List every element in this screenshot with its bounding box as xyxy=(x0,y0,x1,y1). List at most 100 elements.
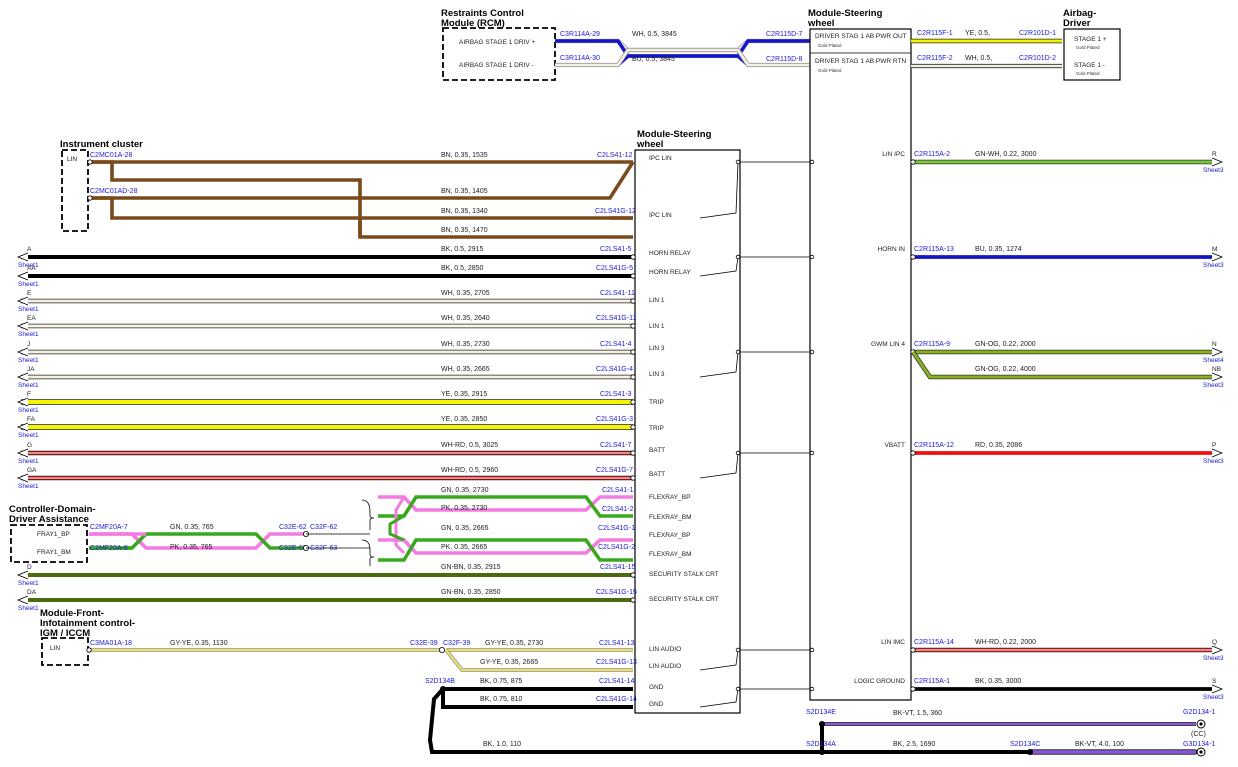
pin-dot xyxy=(735,254,741,260)
airbag-harness: C2R115F-1 YE, 0.5, C2R101D-1 C2R115F-2 W… xyxy=(911,30,1062,69)
right-wire-label: WH-RD, 0.22, 2000 xyxy=(975,639,1036,646)
sheet-arrow-icon xyxy=(1211,684,1224,694)
msw-top-pin-2: DRIVER STAG 1 AB PWR RTN xyxy=(815,58,906,65)
pin-dot xyxy=(87,195,93,201)
msw-signal: LIN AUDIO xyxy=(649,646,681,653)
msw-signal: BATT xyxy=(649,471,665,478)
pin-dot xyxy=(735,159,741,165)
sheet-arrow-icon xyxy=(16,397,29,407)
pin-dot xyxy=(630,273,636,279)
msw-signal: LIN 3 xyxy=(649,345,665,352)
sheet-link[interactable]: Sheet1 xyxy=(18,580,39,587)
sheet-link[interactable]: Sheet1 xyxy=(18,306,39,313)
sheet-link[interactable]: Sheet1 xyxy=(18,357,39,364)
pin-dot xyxy=(630,349,636,355)
sheet-arrow-icon xyxy=(16,347,29,357)
msw-signal: SECURITY STALK CRT xyxy=(649,571,719,578)
pin-dot xyxy=(630,399,636,405)
sheet-link[interactable]: Sheet1 xyxy=(18,407,39,414)
rcm-title-2: Module (RCM) xyxy=(441,18,505,29)
sheet-link[interactable]: Sheet1 xyxy=(18,458,39,465)
brace-top xyxy=(361,499,375,530)
sheet-link[interactable]: Sheet1 xyxy=(18,382,39,389)
pin-dot xyxy=(735,349,741,355)
left-wire-label: YE, 0.35, 2915 xyxy=(441,391,487,398)
sheet-link[interactable]: Sheet1 xyxy=(18,331,39,338)
ipc-wire-2 xyxy=(90,160,633,239)
sheet-arrow-icon xyxy=(1211,347,1224,357)
igm-module: Module-Front- Infotainment control- IGM … xyxy=(40,608,135,666)
sheet-link[interactable]: Sheet3 xyxy=(1203,382,1224,389)
flex-cdda-label-2: PK, 0.35, 765 xyxy=(170,544,213,551)
ipc-wire-label-3: BN, 0.35, 1340 xyxy=(441,208,488,215)
connector-letter: Q xyxy=(1212,639,1217,646)
msw-signal: FLEXRAY_BP xyxy=(649,532,690,539)
pin-dot xyxy=(910,254,916,260)
sheet-link[interactable]: Sheet1 xyxy=(18,262,39,269)
audio-label-2: GY-YE, 0.35, 2730 xyxy=(485,640,543,647)
right-wire-label: RD, 0.35, 2086 xyxy=(975,442,1022,449)
right-wire-outline xyxy=(911,350,1214,380)
gnd-wires xyxy=(441,687,633,709)
right-wire-pin: C2R115A-13 xyxy=(914,246,954,253)
flex-gn-2 xyxy=(378,538,633,562)
ground-tag-cc: (CC) xyxy=(1191,731,1206,738)
msw-signal: IPC LIN xyxy=(649,155,672,162)
sheet-link[interactable]: Sheet3 xyxy=(1203,655,1224,662)
pin-dot xyxy=(735,450,741,456)
airbag-gold-1: Gold Plated xyxy=(1076,45,1100,50)
right-wire-label: BK, 0.35, 3000 xyxy=(975,678,1021,685)
pin-c2ls41g-13: C2LS41G-13 xyxy=(596,659,637,666)
splice-s2d134a xyxy=(819,749,825,755)
ipc-wire-label-1: BN, 0.35, 1535 xyxy=(441,152,488,159)
pin-g3d134-1: G3D134-1 xyxy=(1183,741,1215,748)
connector-letter: R xyxy=(1212,151,1217,158)
pin-dot xyxy=(630,475,636,481)
sheet-link[interactable]: Sheet1 xyxy=(18,432,39,439)
audio-label-1: GY-YE, 0.35, 1130 xyxy=(170,640,228,647)
pin-dot xyxy=(735,647,741,653)
left-wire-label: YE, 0.35, 2850 xyxy=(441,416,487,423)
cdda-title-2: Driver Assistance xyxy=(9,514,89,525)
msw-signal: LIN AUDIO xyxy=(649,663,681,670)
ground-label-1: BK-VT, 1.5, 360 xyxy=(893,710,942,717)
pin-c32f-63: C32F-63 xyxy=(310,545,337,552)
pin-dot xyxy=(630,254,636,260)
ground-label-left: BK, 1.0, 110 xyxy=(483,741,521,748)
airbag-pin-2: STAGE 1 - xyxy=(1074,62,1105,69)
pin-c2mf20a-8: C2MF20A-8 xyxy=(90,545,128,552)
sheet-link[interactable]: Sheet4 xyxy=(1203,357,1224,364)
pin-s2d134b: S2D134B xyxy=(425,678,455,685)
sheet-link[interactable]: Sheet3 xyxy=(1203,167,1224,174)
msw-signal: HORN RELAY xyxy=(649,250,691,257)
sheet-link[interactable]: Sheet3 xyxy=(1203,694,1224,701)
igm-box xyxy=(41,637,89,666)
pin-g2d134-1: G2D134-1 xyxy=(1183,709,1215,716)
ipc-pin-label: LIN xyxy=(67,156,77,163)
internal-link xyxy=(699,351,739,378)
wire-wh-cross xyxy=(555,48,812,67)
pin-dot xyxy=(630,298,636,304)
sheet-link[interactable]: Sheet3 xyxy=(1203,458,1224,465)
audio-label-3: GY-YE, 0.35, 2665 xyxy=(480,659,538,666)
sheet-link[interactable]: Sheet3 xyxy=(1203,262,1224,269)
flex-gn-1 xyxy=(378,495,633,518)
pin-dot xyxy=(809,349,815,355)
rcm-box xyxy=(442,27,556,81)
msw-signal: IPC LIN xyxy=(649,212,672,219)
sheet-arrow-icon xyxy=(16,321,29,331)
pin-c2ls41g-14: C2LS41G-14 xyxy=(596,696,637,703)
airbag-wire-label-1: YE, 0.5, xyxy=(965,30,990,37)
splice-s2d134b xyxy=(440,686,446,692)
msw-signal: LIN 1 xyxy=(649,323,665,330)
pin-c32e-62: C32E-62 xyxy=(279,524,307,531)
sheet-link[interactable]: Sheet1 xyxy=(18,605,39,612)
pin-c2ls41g-1: C2LS41G-1 xyxy=(598,525,635,532)
msw-main-module: Module-Steering wheel xyxy=(634,129,741,714)
ground-section: S2D134E BK-VT, 1.5, 360 G2D134-1 (CC) BK… xyxy=(483,709,1215,757)
sheet-link[interactable]: Sheet1 xyxy=(18,483,39,490)
ipc-wire-label-4: BN, 0.35, 1470 xyxy=(441,227,488,234)
sheet-link[interactable]: Sheet1 xyxy=(18,281,39,288)
audio-harness: C3MA01A-18 GY-YE, 0.35, 1130 C32E-39 C32… xyxy=(86,640,637,672)
